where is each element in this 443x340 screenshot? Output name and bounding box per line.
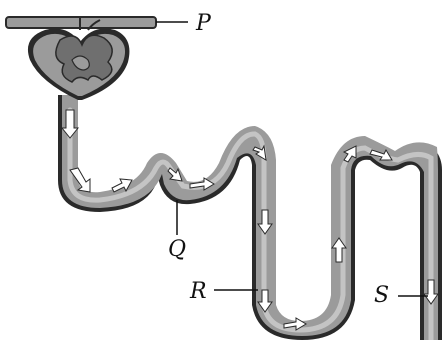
white-arrow-icon [257,209,273,235]
label-s: S [374,283,389,308]
label-q: Q [168,237,186,262]
white-arrow-icon [369,148,393,161]
white-arrow-icon [257,289,273,313]
white-arrow-icon [342,145,357,163]
white-arrow-icon [283,317,307,331]
white-arrow-icon [423,279,439,305]
white-arrow-icon [111,178,133,193]
label-p: P [195,11,212,36]
white-arrow-icon [331,237,347,263]
label-lines [156,21,428,297]
white-arrow-icon [252,144,267,161]
white-arrow-icon [60,109,80,139]
tubule-lumen [67,107,434,340]
glomerulus-loop [71,55,90,71]
label-r: R [189,279,207,304]
white-arrow-icon [69,167,91,193]
white-arrow-icon [167,167,183,182]
flow-arrows [60,109,439,331]
white-arrow-icon [189,177,215,191]
capillary-stem [79,18,101,31]
